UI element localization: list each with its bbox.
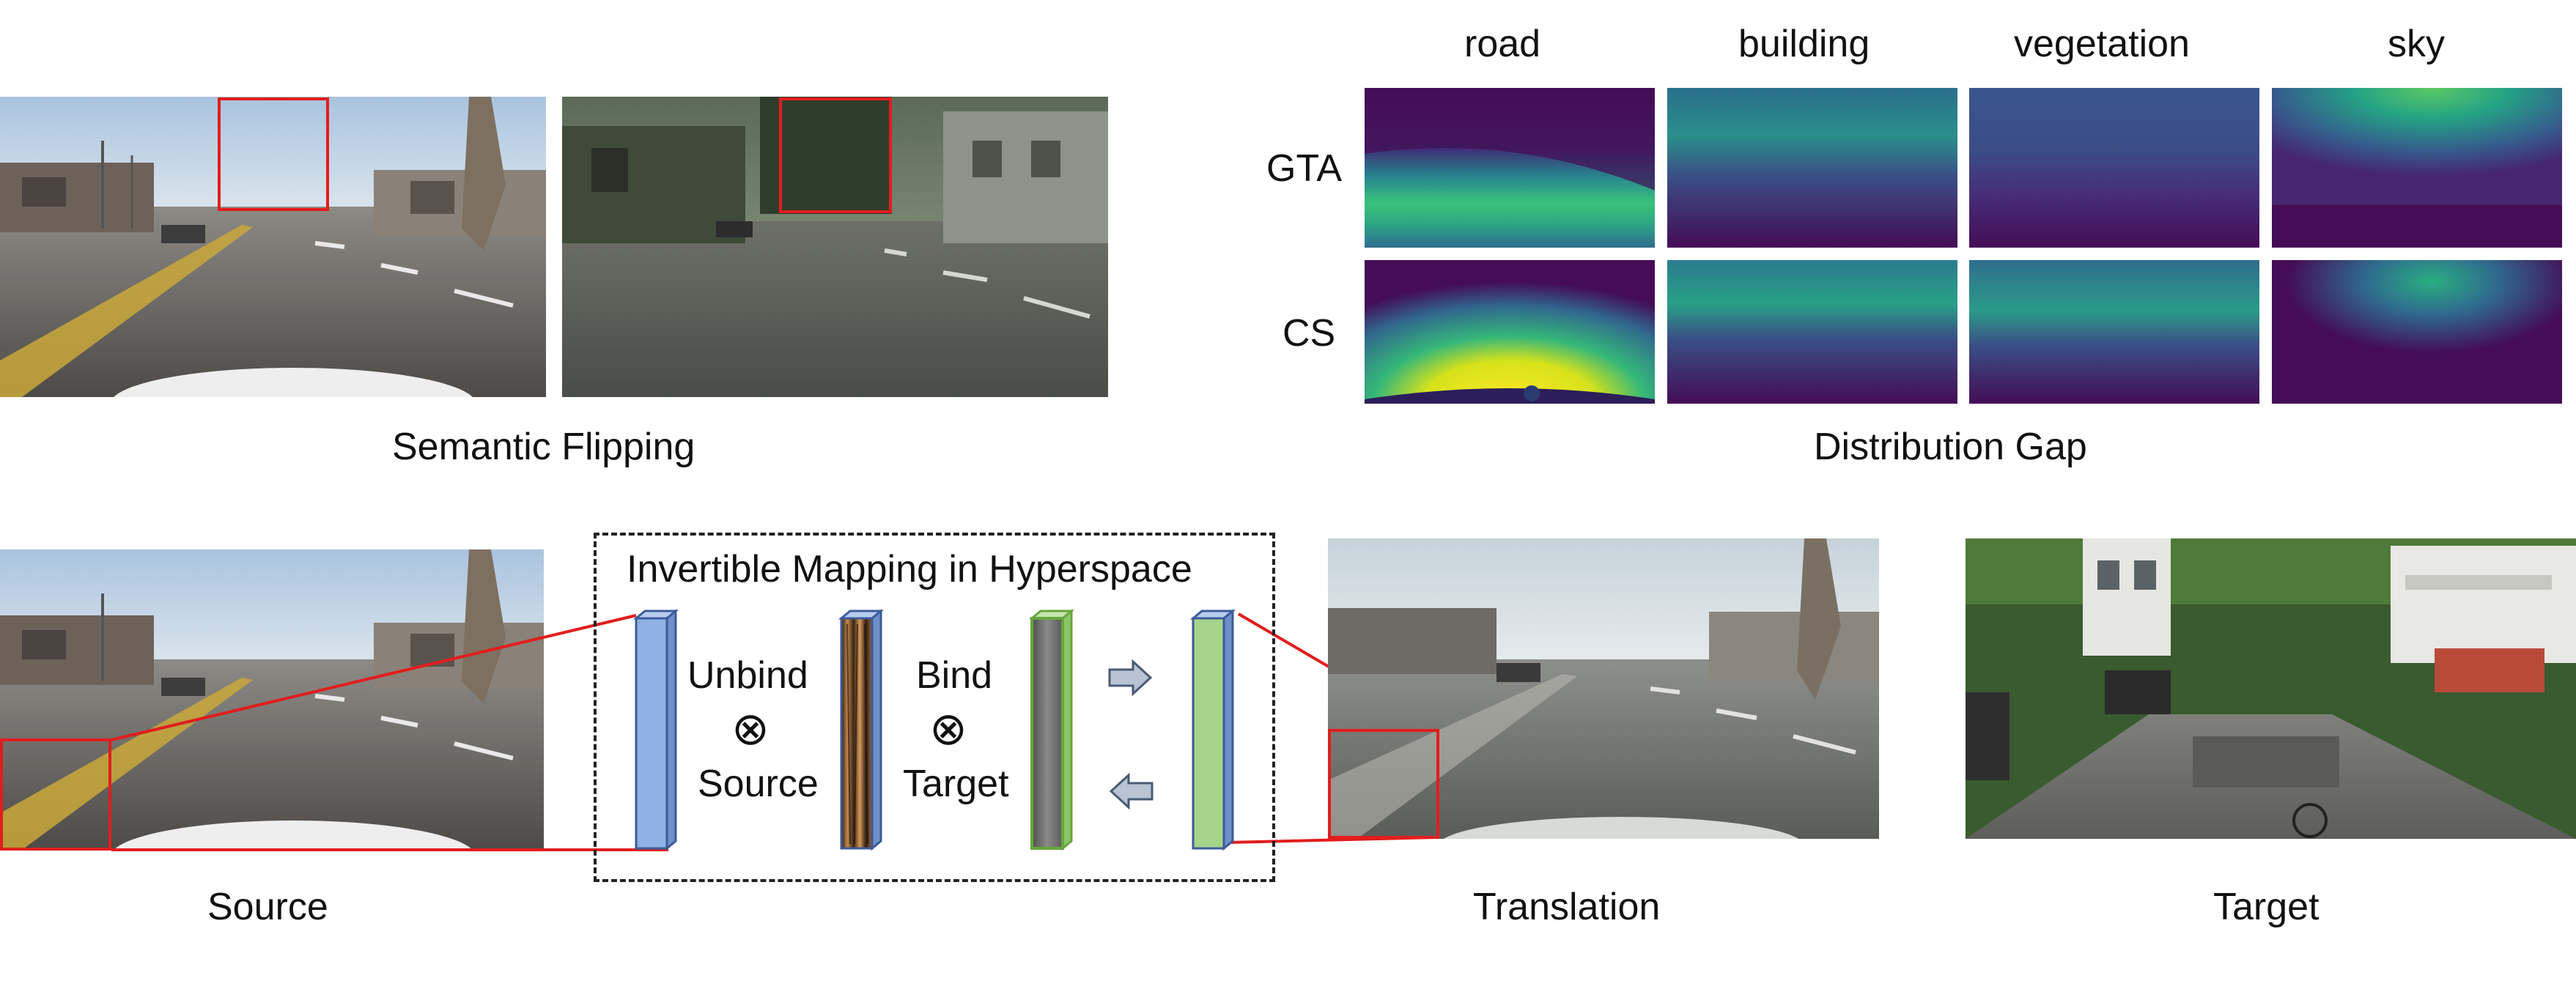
unbind-label: Unbind bbox=[687, 654, 808, 697]
target-caption: Target bbox=[2213, 886, 2319, 928]
target-scene-photo bbox=[1966, 538, 2576, 839]
heatmap-cs-vegetation bbox=[1969, 260, 2259, 404]
unbind-operator-icon: ⊗ bbox=[731, 704, 770, 755]
translation-highlight-box bbox=[779, 97, 892, 213]
bind-operator-icon: ⊗ bbox=[929, 704, 967, 755]
heatmap-cs-building bbox=[1667, 260, 1957, 404]
target-hypervector bbox=[1189, 610, 1236, 851]
bind-label: Bind bbox=[916, 654, 993, 697]
heatmap-gta-building bbox=[1667, 88, 1957, 248]
mapping-title: Invertible Mapping in Hyperspace bbox=[627, 548, 1192, 590]
invertible-mapping-box bbox=[594, 533, 1275, 882]
forward-arrow-icon bbox=[1108, 659, 1153, 696]
column-label-road: road bbox=[1464, 23, 1541, 65]
heatmap-cs-sky bbox=[2272, 260, 2562, 404]
target-key-hypervector bbox=[1028, 610, 1075, 851]
translation-scene-photo bbox=[1328, 538, 1879, 839]
column-label-sky: sky bbox=[2388, 23, 2445, 65]
translation-patch-box bbox=[1328, 729, 1439, 839]
source-caption: Source bbox=[207, 886, 328, 928]
source-hypervector bbox=[632, 610, 679, 851]
heatmap-cs-road bbox=[1365, 260, 1655, 404]
row-label-cs: CS bbox=[1283, 312, 1336, 355]
translation-caption: Translation bbox=[1473, 886, 1661, 928]
source-patch-box bbox=[0, 738, 111, 851]
target-operand-label: Target bbox=[903, 763, 1009, 805]
translated-scene-photo bbox=[562, 97, 1108, 397]
row-label-gta: GTA bbox=[1266, 147, 1343, 190]
gta-scene-photo bbox=[0, 97, 546, 397]
inverse-arrow-icon bbox=[1109, 773, 1154, 810]
heatmap-gta-road bbox=[1365, 88, 1655, 248]
heatmap-gta-sky bbox=[2272, 88, 2562, 248]
gta-highlight-box bbox=[218, 97, 329, 211]
distribution-gap-caption: Distribution Gap bbox=[1814, 426, 2087, 468]
column-label-vegetation: vegetation bbox=[2014, 23, 2190, 65]
source-key-hypervector bbox=[838, 610, 885, 851]
semantic-flipping-caption: Semantic Flipping bbox=[392, 426, 695, 468]
column-label-building: building bbox=[1738, 23, 1870, 65]
source-operand-label: Source bbox=[698, 763, 819, 805]
heatmap-gta-vegetation bbox=[1969, 88, 2259, 248]
